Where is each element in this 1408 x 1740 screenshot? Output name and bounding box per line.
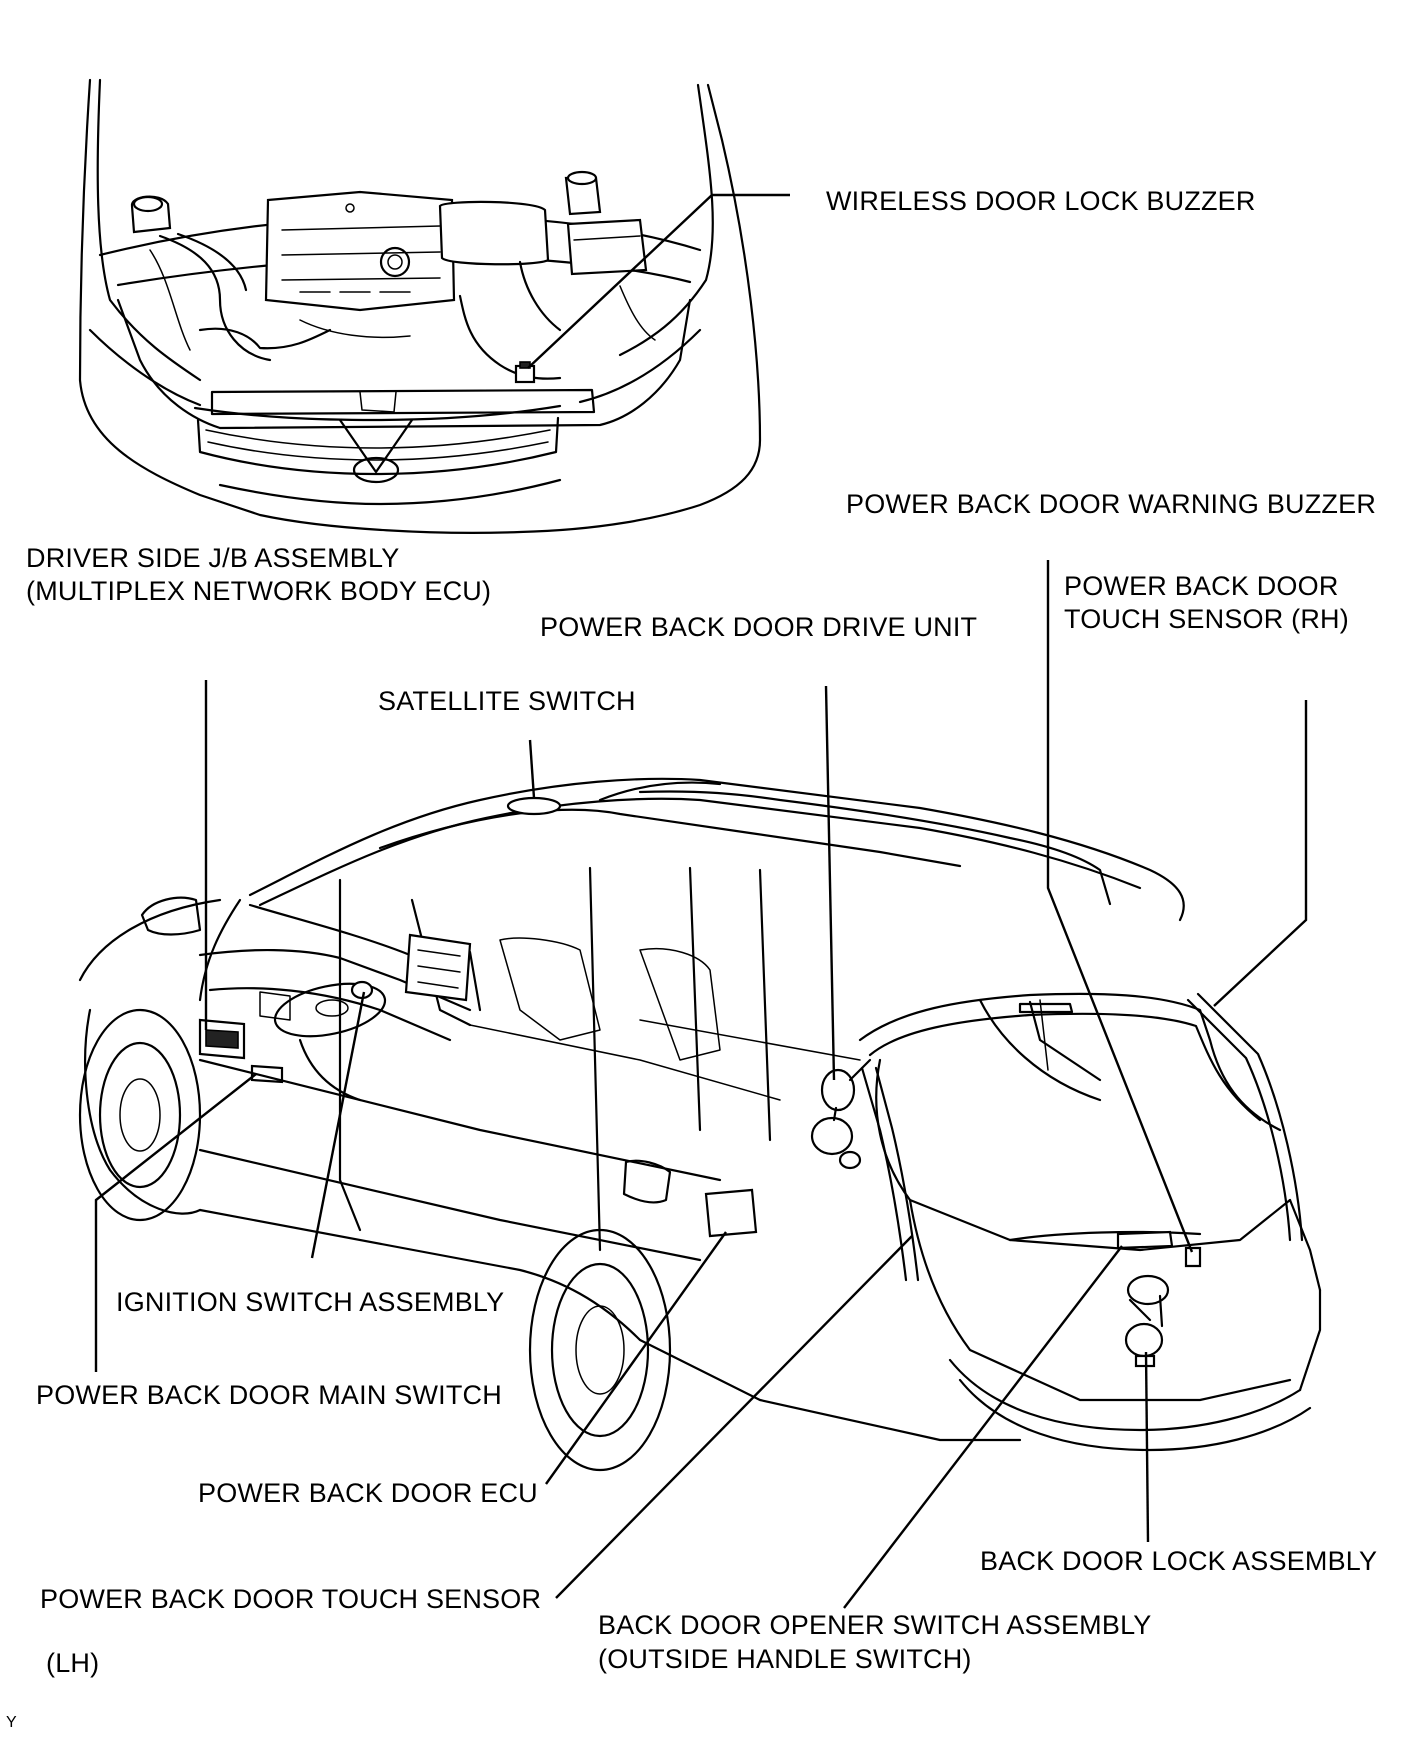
corner-mark: Y — [6, 1714, 17, 1731]
label-power-back-door-drive-unit: POWER BACK DOOR DRIVE UNIT — [540, 612, 978, 642]
label-power-back-door-touch-sensor-lh: POWER BACK DOOR TOUCH SENSOR — [40, 1584, 542, 1614]
label-power-back-door-warning-buzzer: POWER BACK DOOR WARNING BUZZER — [846, 489, 1377, 519]
label-ignition-switch-assembly: IGNITION SWITCH ASSEMBLY — [116, 1287, 505, 1317]
vehicle-rear-view — [78, 777, 1322, 1472]
label-wireless-door-lock-buzzer: WIRELESS DOOR LOCK BUZZER — [826, 186, 1256, 216]
label-multiplex-network-body-ecu: (MULTIPLEX NETWORK BODY ECU) — [26, 576, 492, 606]
engine-compartment-view — [78, 78, 762, 534]
label-back-door-opener-switch-assembly: BACK DOOR OPENER SWITCH ASSEMBLY — [598, 1610, 1152, 1640]
label-power-back-door-touch-sensor-rh-2: TOUCH SENSOR (RH) — [1064, 604, 1349, 634]
label-power-back-door-touch-sensor-rh-1: POWER BACK DOOR — [1064, 571, 1339, 601]
label-touch-sensor-lh-suffix: (LH) — [46, 1648, 100, 1678]
label-satellite-switch: SATELLITE SWITCH — [378, 686, 636, 716]
label-back-door-lock-assembly: BACK DOOR LOCK ASSEMBLY — [980, 1546, 1378, 1576]
label-driver-side-jb-assembly: DRIVER SIDE J/B ASSEMBLY — [26, 543, 400, 573]
label-outside-handle-switch: (OUTSIDE HANDLE SWITCH) — [598, 1644, 972, 1674]
leader-lines — [94, 193, 1308, 1609]
label-power-back-door-main-switch: POWER BACK DOOR MAIN SWITCH — [36, 1380, 502, 1410]
label-power-back-door-ecu: POWER BACK DOOR ECU — [198, 1478, 538, 1508]
